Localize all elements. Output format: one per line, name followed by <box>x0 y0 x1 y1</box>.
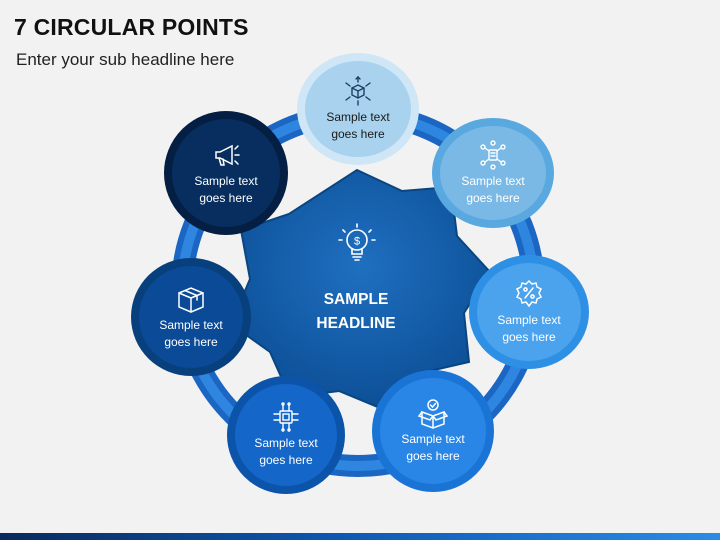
center-headline-line1: SAMPLE <box>323 291 389 308</box>
point-3-text-line2: goes here <box>502 330 556 344</box>
point-4-text-line2: goes here <box>406 449 460 463</box>
center-headline-line2: HEADLINE <box>316 315 396 332</box>
point-3: Sample text goes here <box>469 255 589 369</box>
point-6: Sample text goes here <box>131 258 251 376</box>
point-7-text-line1: Sample text <box>194 174 258 188</box>
network-hub-icon <box>480 140 506 170</box>
point-1: Sample text goes here <box>297 53 419 165</box>
megaphone-icon <box>215 144 240 166</box>
page-title: 7 CIRCULAR POINTS <box>14 14 249 40</box>
point-2: Sample text goes here <box>432 118 554 228</box>
point-4-text-line1: Sample text <box>401 432 465 446</box>
point-5-text-line1: Sample text <box>254 436 318 450</box>
point-1-text-line2: goes here <box>331 127 385 141</box>
point-2-text-line1: Sample text <box>461 174 525 188</box>
point-1-text-line1: Sample text <box>326 110 390 124</box>
point-5: Sample text goes here <box>227 376 345 494</box>
lightbulb-dollar-icon: $ <box>338 223 376 261</box>
point-7: Sample text goes here <box>164 111 288 235</box>
package-box-icon <box>178 287 204 313</box>
page-subtitle: Enter your sub headline here <box>16 50 235 69</box>
processor-chip-icon <box>273 402 299 432</box>
percent-badge-icon <box>515 279 543 308</box>
point-3-text-line1: Sample text <box>497 313 561 327</box>
cube-arrows-icon <box>345 76 371 106</box>
point-7-text-line2: goes here <box>199 191 253 205</box>
point-6-text-line1: Sample text <box>159 318 223 332</box>
point-5-text-line2: goes here <box>259 453 313 467</box>
svg-text:$: $ <box>354 236 360 248</box>
point-2-text-line2: goes here <box>466 191 520 205</box>
point-4: Sample text goes here <box>372 370 494 492</box>
point-6-text-line2: goes here <box>164 335 218 349</box>
open-box-check-icon <box>417 399 449 429</box>
bottom-accent-bar <box>0 533 720 540</box>
center-headline: SAMPLE HEADLINE <box>255 288 457 336</box>
